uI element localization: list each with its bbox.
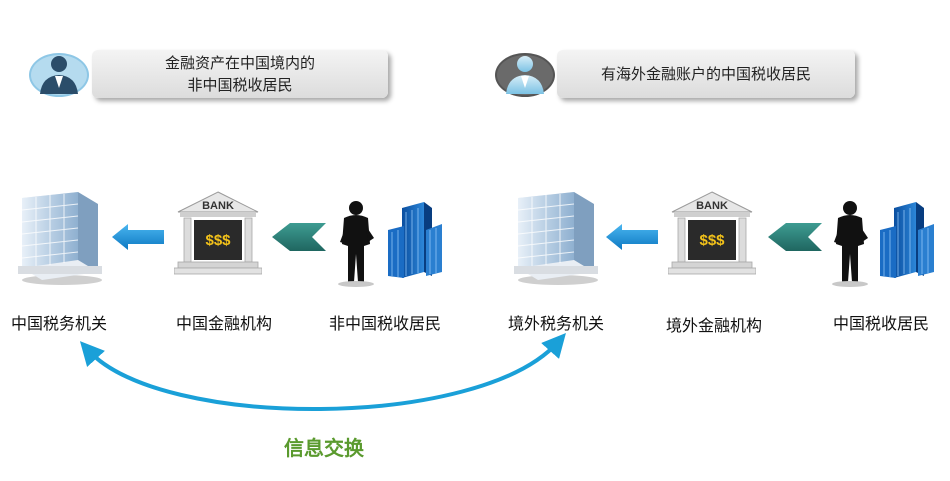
banner-line-1: 金融资产在中国境内的: [164, 54, 315, 72]
banner-line-2: 非中国税收居民: [187, 76, 293, 94]
resident-banner: 有海外金融账户的中国税收居民: [557, 50, 855, 98]
non-resident-banner: 金融资产在中国境内的 非中国税收居民: [92, 50, 388, 98]
bank-sign-text: BANK: [202, 200, 234, 212]
bank-icon: BANK $$$: [668, 191, 756, 275]
foreign-financial-institution-label: 境外金融机构: [665, 316, 762, 335]
tax-authority-building-icon: [514, 192, 598, 285]
person-icon: [29, 53, 89, 97]
bank-sign-text: BANK: [696, 200, 728, 212]
businessman-icon: [832, 201, 868, 287]
china-tax-authority-label: 中国税务机关: [10, 314, 107, 333]
city-buildings-icon: [880, 202, 934, 278]
arrow-left-icon: [272, 223, 326, 251]
china-resident-label: 中国税收居民: [832, 314, 929, 333]
tax-authority-building-icon: [18, 192, 102, 285]
non-resident-label: 非中国税收居民: [328, 314, 441, 333]
arrow-left-icon: [112, 224, 164, 250]
bank-icon: BANK $$$: [174, 191, 262, 275]
city-buildings-icon: [388, 202, 442, 278]
china-financial-institution-label: 中国金融机构: [175, 314, 272, 333]
businessman-icon: [338, 201, 374, 287]
banner-text: 有海外金融账户的中国税收居民: [600, 65, 811, 83]
information-exchange-label: 信息交换: [284, 436, 364, 460]
foreign-tax-authority-label: 境外税务机关: [507, 314, 604, 333]
arrow-left-icon: [606, 224, 658, 250]
bank-money-text: $$$: [205, 232, 231, 249]
arrow-left-icon: [768, 223, 822, 251]
person-icon: [495, 53, 555, 97]
bank-money-text: $$$: [699, 232, 725, 249]
